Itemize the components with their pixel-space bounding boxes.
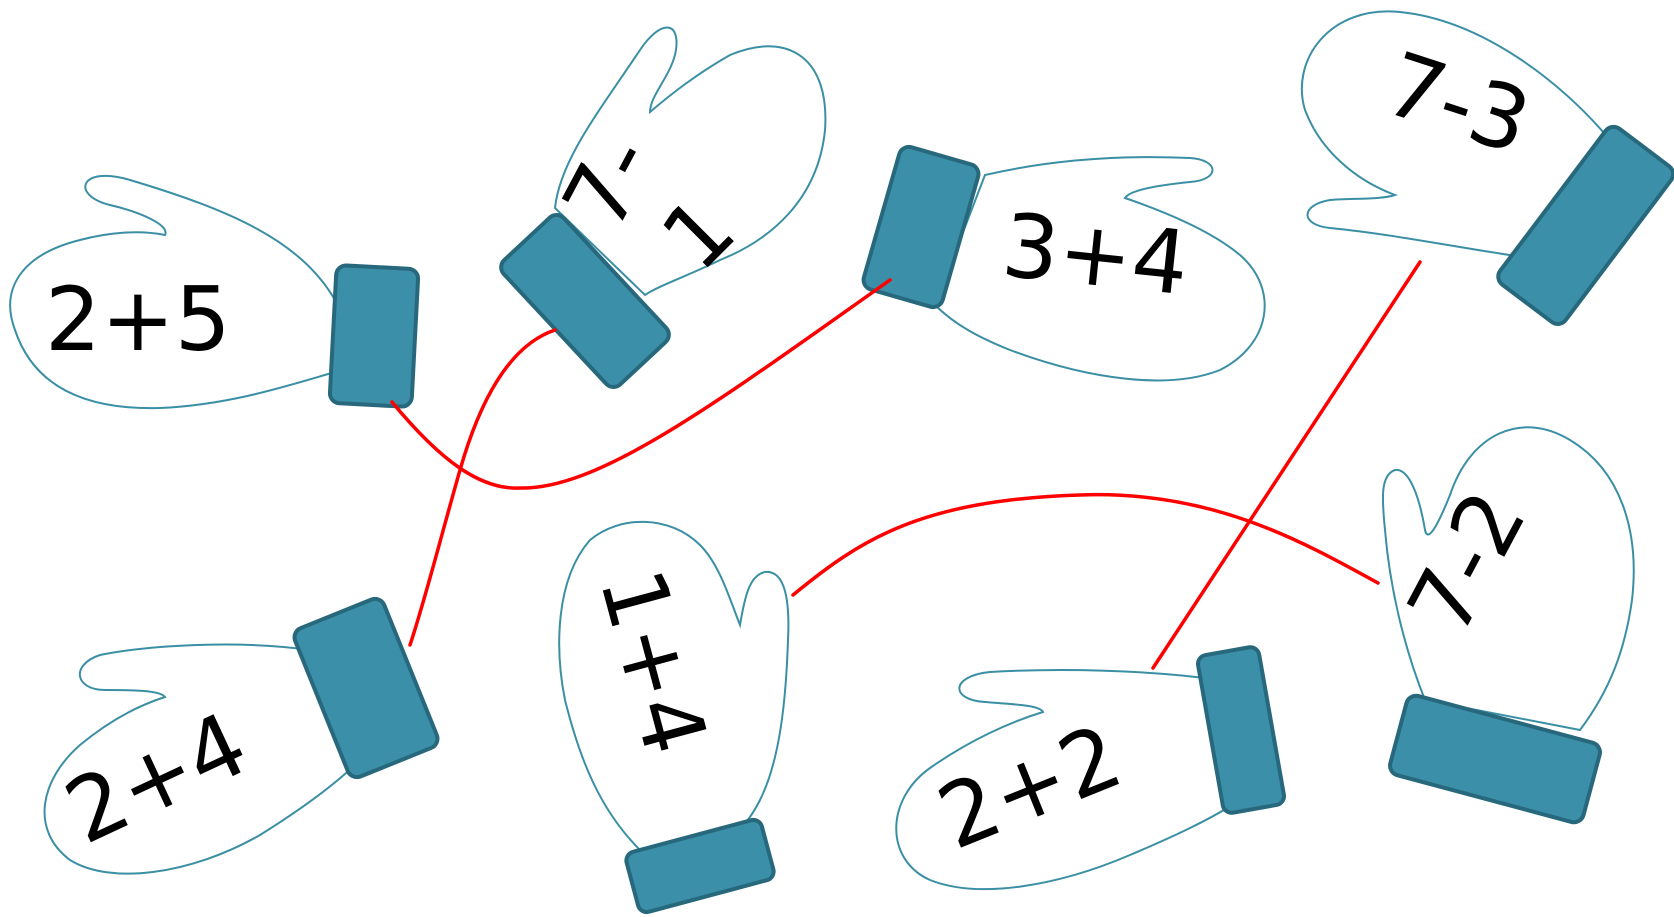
mitten-3-plus-4: 3+4	[861, 144, 1266, 382]
mitten-outline	[1300, 10, 1612, 260]
thread-2-plus-5-to-3-plus-4	[390, 278, 892, 490]
matching-threads	[390, 260, 1422, 670]
mitten-2-plus-2: 2+2	[895, 645, 1286, 891]
mitten-outline	[558, 520, 790, 852]
mitten-7-minus-1: 7- 1	[499, 26, 827, 389]
cuff	[1196, 645, 1286, 815]
mitten-outline	[895, 669, 1242, 891]
cuff	[1496, 124, 1674, 326]
mitten-outline	[933, 156, 1266, 382]
cuff	[1388, 693, 1602, 825]
thread-7-minus-1-to-2-plus-4	[408, 328, 557, 647]
cuff	[861, 144, 981, 310]
mitten-7-minus-3: 7-3	[1300, 10, 1674, 326]
mitten-2-plus-4: 2+4	[43, 596, 440, 875]
thread-7-minus-3-to-2-plus-2	[1151, 260, 1422, 670]
mitten-outline	[553, 26, 827, 297]
mitten-outline	[43, 643, 362, 875]
expression-label: 2+5	[45, 268, 231, 371]
mitten-outline	[9, 174, 336, 410]
mitten-7-minus-2: 7-2	[1381, 426, 1635, 825]
mitten-outline	[1381, 426, 1635, 732]
mitten-2-plus-5: 2+5	[9, 174, 421, 410]
cuff	[624, 817, 776, 915]
thread-1-plus-4-to-7-minus-2	[791, 492, 1380, 597]
mitten-1-plus-4: 1+4	[558, 520, 790, 915]
cuff	[292, 596, 440, 780]
expression-label: 3+4	[998, 193, 1193, 315]
cuff	[327, 263, 421, 409]
